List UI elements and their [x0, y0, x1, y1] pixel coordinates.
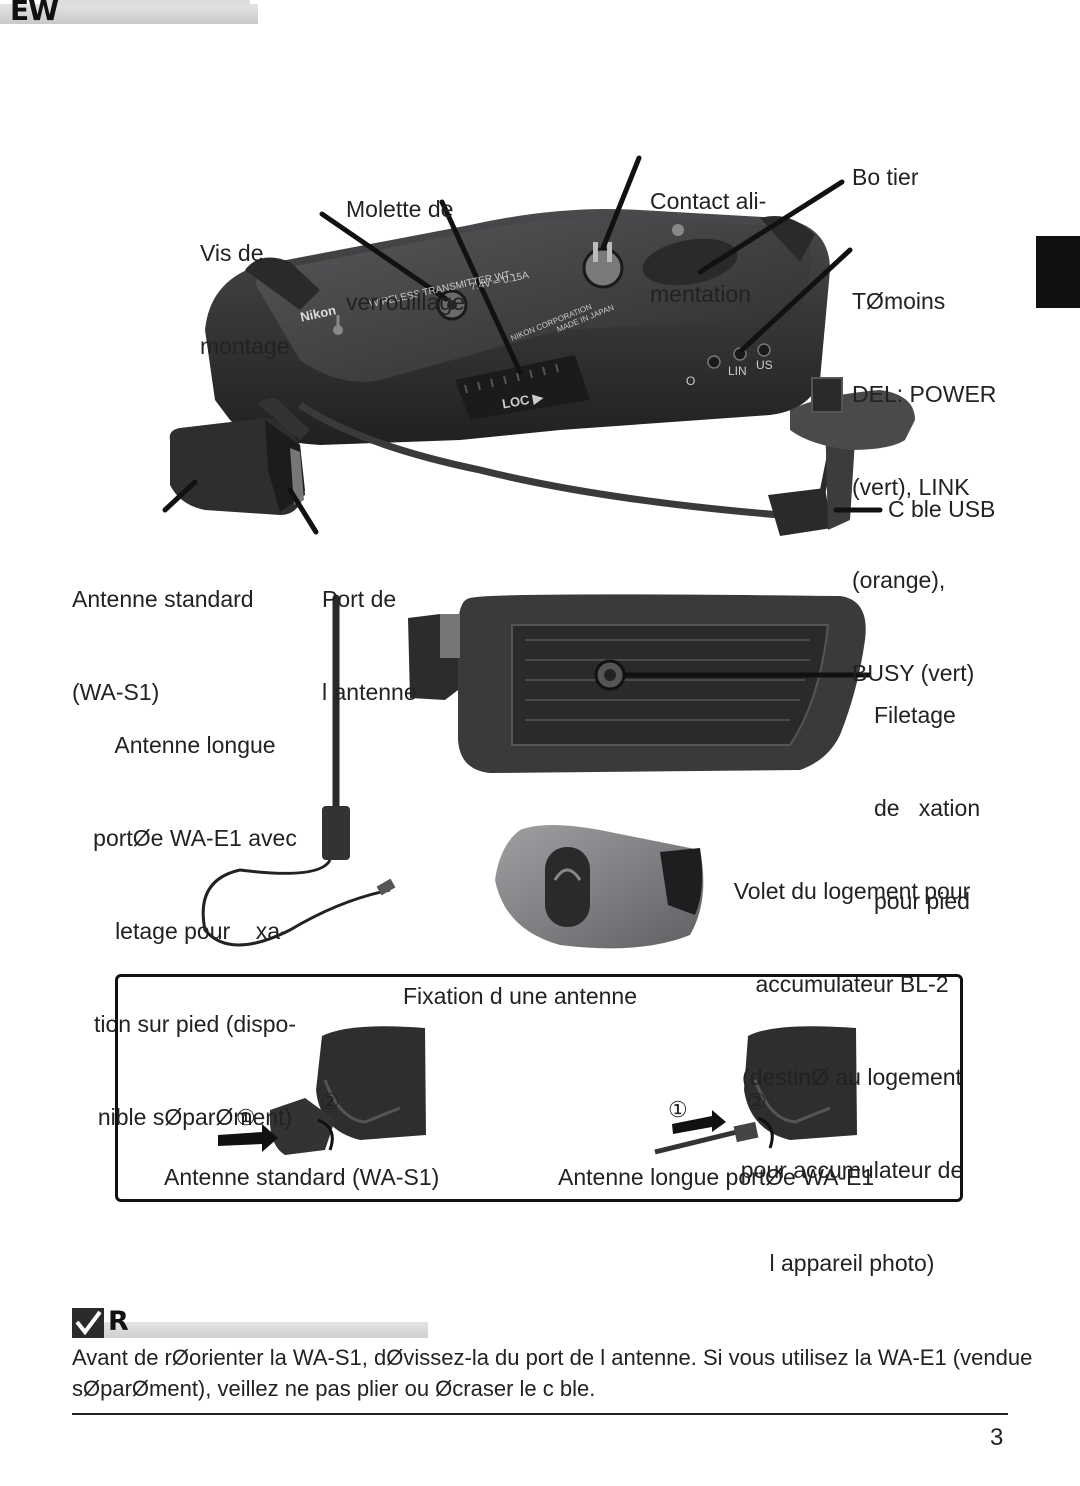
note-heading: R	[72, 1306, 428, 1338]
label-line: nible sØparØment)	[97, 1104, 293, 1130]
footer-rule	[72, 1413, 1008, 1415]
note-code: R	[108, 1306, 129, 1337]
battery-cover-illustration	[495, 825, 704, 949]
label-line: pour pied	[874, 888, 970, 914]
label-contact: Contact ali- mentation	[650, 124, 766, 341]
long-antenna-illustration	[201, 594, 396, 947]
label-line: l antenne	[322, 679, 417, 705]
label-port-antenne: Port de l antenne	[322, 522, 417, 739]
label-line: Port de	[322, 586, 397, 612]
label-line: pour accumulateur de	[740, 1157, 964, 1183]
transmitter-illustration	[162, 155, 915, 536]
led-label-power: O	[686, 374, 696, 388]
label-line: montage	[200, 333, 290, 359]
attach-illustration-right	[654, 1026, 857, 1155]
section-heading: EW	[0, 0, 258, 27]
heading-band-top	[40, 0, 250, 6]
page-number: 3	[990, 1424, 1004, 1451]
label-line: (WA-S1)	[72, 679, 160, 705]
section-code: EW	[10, 0, 59, 27]
label-line: (vert), LINK	[852, 474, 970, 500]
label-cable-usb: C ble USB	[888, 496, 996, 522]
label-line: Vis de	[200, 240, 264, 266]
label-temoins: TØmoins DEL: POWER (vert), LINK (orange)…	[852, 224, 996, 720]
step-2-left: ②	[320, 1089, 340, 1114]
label-line: BUSY (vert)	[852, 660, 975, 686]
chapter-tab	[1036, 236, 1080, 308]
heading-band	[0, 4, 258, 24]
label-line: de xation	[874, 795, 981, 821]
label-antenne-longue: Antenne longue portØe WA-E1 avec letage …	[70, 668, 320, 1164]
label-line: l appareil photo)	[769, 1250, 935, 1276]
label-vis-de-montage: Vis de montage	[200, 176, 290, 393]
step-1-right: ①	[668, 1097, 688, 1122]
label-line: Molette de	[346, 196, 454, 222]
label-line: TØmoins	[852, 288, 946, 314]
lock-dial-teeth	[464, 363, 559, 394]
check-icon	[72, 1308, 104, 1338]
label-line: tion sur pied (dispo-	[94, 1011, 296, 1037]
label-line: portØe WA-E1 avec	[93, 825, 297, 851]
label-line: letage pour xa-	[102, 918, 288, 944]
step-1-left: ①	[236, 1105, 256, 1130]
label-line: Contact ali-	[650, 188, 767, 214]
label-line: Filetage	[874, 702, 956, 728]
label-filetage: Filetage de xation pour pied	[874, 638, 980, 948]
label-line: Antenne standard	[72, 586, 254, 612]
label-line: mentation	[650, 281, 752, 307]
attach-illustration-left	[218, 1026, 426, 1155]
label-line: DEL: POWER	[852, 381, 997, 407]
step-2-right: ②	[747, 1089, 767, 1114]
tripod-base-illustration	[408, 594, 870, 773]
note-band	[72, 1322, 428, 1338]
attachment-right-caption: Antenne longue portØe WA-E1	[558, 1164, 875, 1190]
label-line: (destinØ au logement	[742, 1064, 962, 1090]
label-molette: Molette de verrouillage	[346, 132, 465, 349]
led-label-link: LIN	[728, 364, 747, 378]
label-antenne-standard: Antenne standard (WA-S1)	[72, 522, 254, 739]
label-line: verrouillage	[346, 289, 465, 315]
label-line: Antenne longue	[114, 732, 276, 758]
note-text: Avant de rØorienter la WA-S1, dØvissez-l…	[72, 1345, 1033, 1401]
label-boitier: Bo tier	[852, 164, 919, 190]
attachment-title: Fixation d une antenne	[403, 983, 638, 1009]
leader-lines	[162, 155, 883, 535]
label-line: Volet du logement pour	[733, 878, 971, 904]
attachment-left-caption: Antenne standard (WA-S1)	[164, 1164, 440, 1190]
attachment-box	[115, 974, 963, 1202]
led-label-busy: US	[756, 358, 773, 372]
label-line: (orange),	[852, 567, 946, 593]
